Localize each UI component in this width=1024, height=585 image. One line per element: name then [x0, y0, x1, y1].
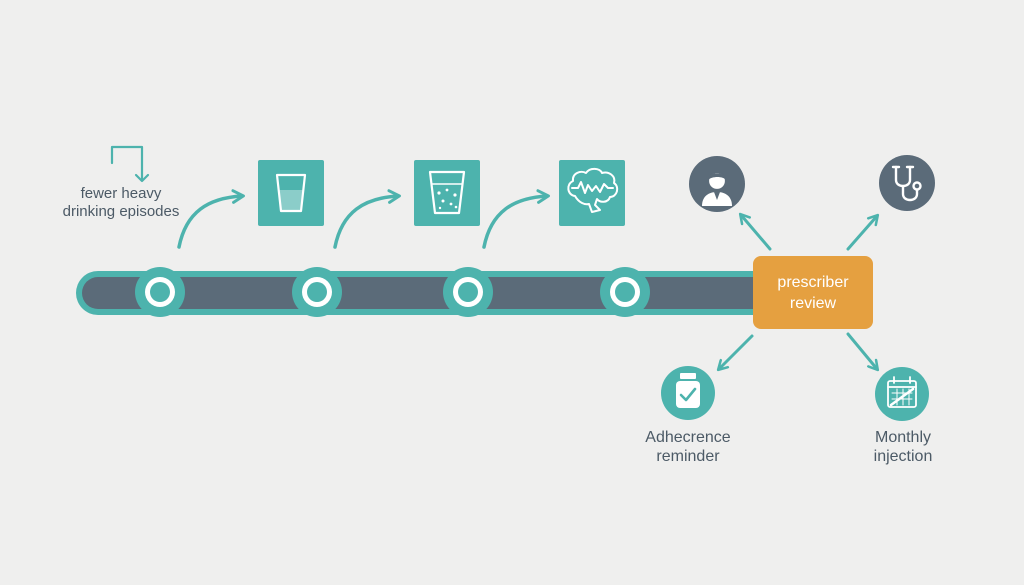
return-arrow-icon	[110, 145, 150, 183]
water-glass-tile	[258, 160, 324, 226]
doctor-circle	[689, 156, 745, 212]
bubbly-glass-icon	[428, 170, 466, 215]
brain-tile	[559, 160, 625, 226]
prescriber-review-box	[753, 256, 873, 329]
arrow-to-adherence	[716, 334, 754, 372]
water-glass-icon	[275, 173, 307, 213]
arrow-to-doctor	[738, 212, 772, 251]
arrow-to-stethoscope	[846, 213, 880, 251]
arrow-to-monthly	[846, 332, 880, 372]
bubbly-glass-tile	[414, 160, 480, 226]
stethoscope-icon	[891, 165, 922, 202]
outcome-caption: fewer heavy drinking episodes	[62, 185, 180, 220]
prescriber-review-label: prescriber review	[777, 274, 849, 312]
timeline-node-4	[600, 267, 650, 317]
timeline-node-2	[292, 267, 342, 317]
adherence-reminder-label: Adhecrence reminder	[645, 429, 731, 465]
monthly-circle	[875, 367, 929, 421]
curved-arrow-2	[333, 189, 401, 249]
brain-icon	[567, 167, 619, 213]
curved-arrow-1	[177, 189, 245, 249]
timeline-node-3	[443, 267, 493, 317]
doctor-icon	[702, 171, 732, 206]
curved-arrow-3	[482, 189, 550, 249]
stethoscope-circle	[879, 155, 935, 211]
timeline-node-1	[135, 267, 185, 317]
pill-bottle-check-icon	[676, 373, 700, 408]
calendar-syringe-icon	[887, 376, 917, 408]
adherence-circle	[661, 366, 715, 420]
monthly-injection-label: Monthly injection	[873, 429, 933, 465]
